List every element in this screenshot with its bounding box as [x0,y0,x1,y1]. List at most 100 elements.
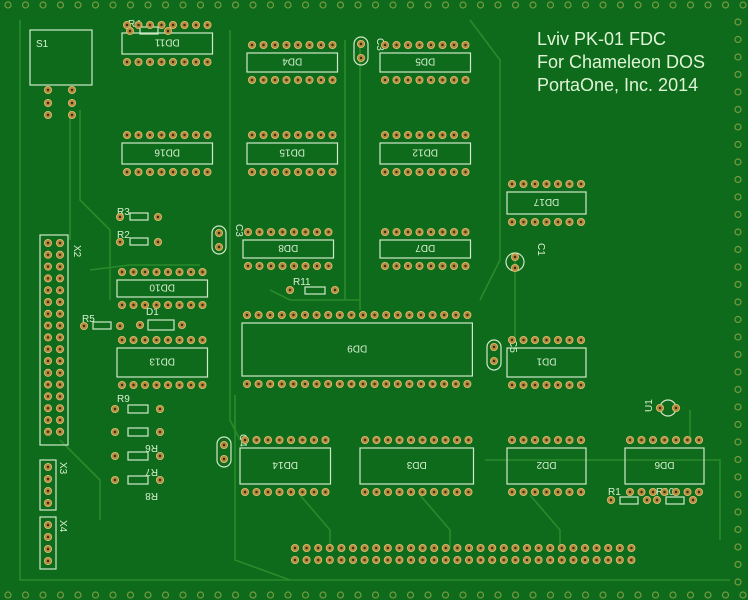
edge-via [734,228,742,236]
edge-via [214,1,222,9]
edge-via [161,591,170,599]
drill-hole [651,438,655,442]
label-r11: R11 [293,277,311,288]
edge-via [546,591,555,599]
pads [44,20,704,566]
connector-x3-outline [39,459,57,511]
edge-via [739,591,747,599]
drill-hole [456,546,459,550]
drill-hole [201,338,204,342]
drill-hole [266,438,270,442]
drill-hole [464,43,467,47]
edge-via [74,591,82,599]
drill-hole [409,546,413,550]
edge-via [734,210,742,219]
drill-hole [245,382,249,386]
drill-hole [443,382,446,386]
drill-hole [206,60,209,64]
edge-via [406,591,415,599]
drill-hole [361,313,365,317]
drill-hole [464,78,467,82]
drill-hole [395,230,398,234]
drill-hole [579,383,583,387]
drill-hole [301,438,304,442]
drill-hole [418,230,421,234]
drill-hole [443,313,446,317]
drill-hole [183,60,186,64]
drill-hole [359,56,363,60]
drill-hole [293,546,297,550]
drill-hole [312,438,316,442]
chip-label: DD15 [279,147,305,158]
drill-hole [166,29,170,33]
drill-hole [58,395,62,398]
drill-hole [166,303,170,307]
edge-via [734,333,742,341]
drill-hole [409,558,413,562]
edge-via [441,1,450,9]
drill-hole [479,558,482,562]
drill-hole [281,230,284,234]
drill-hole [466,382,469,386]
drill-hole [351,558,355,562]
drill-hole [556,182,560,186]
drill-hole [222,443,226,447]
drill-hole [545,490,548,494]
drill-hole [383,133,387,137]
drill-hole [138,323,142,327]
drill-hole [292,382,295,386]
chip-outline [379,52,472,73]
drill-hole [289,490,293,494]
drill-hole [398,558,401,562]
edge-via [651,591,660,599]
edge-via [734,578,742,586]
edge-via [459,1,467,9]
drill-hole [158,407,162,411]
drill-hole [398,490,401,494]
board-title-line2: For Chameleon DOS [537,52,705,72]
chip-outline [379,239,472,259]
drill-hole [250,43,254,47]
edge-via [734,53,742,61]
drill-hole [46,418,50,422]
edge-via [734,158,742,166]
drill-hole [278,490,281,494]
chip-outline [239,447,332,485]
drill-hole [217,231,221,235]
drill-hole [312,490,316,494]
chip-label: DD12 [412,147,438,158]
edge-via [231,591,240,599]
edge-via [599,1,607,9]
drill-hole [467,490,470,494]
drill-hole [118,324,122,328]
chip-label: DD5 [415,56,435,67]
chip-label: DD6 [654,459,674,470]
drill-hole [289,438,293,442]
drill-hole [137,60,140,64]
edge-via [284,591,292,599]
drill-hole [178,338,181,342]
drill-hole [178,270,181,274]
drill-hole [583,546,587,550]
chip-dd9: DD9 [241,322,473,377]
edge-via [529,591,537,599]
drill-hole [674,438,678,442]
drill-hole [674,490,678,494]
drill-hole [189,270,193,274]
drill-hole [206,23,209,27]
edge-via [686,1,695,9]
switch-s1-outline [29,29,93,86]
drill-hole [396,382,399,386]
drill-hole [409,438,413,442]
drill-hole [396,313,399,317]
drill-hole [419,313,423,317]
drill-hole [58,324,62,327]
drill-hole [568,182,571,186]
edge-via [581,1,590,9]
drill-hole [46,547,50,551]
label-r7: R7 [145,466,158,477]
capacitor-c4 [216,436,232,468]
drill-hole [395,170,398,174]
edge-via [249,591,257,599]
edge-via [56,1,65,9]
